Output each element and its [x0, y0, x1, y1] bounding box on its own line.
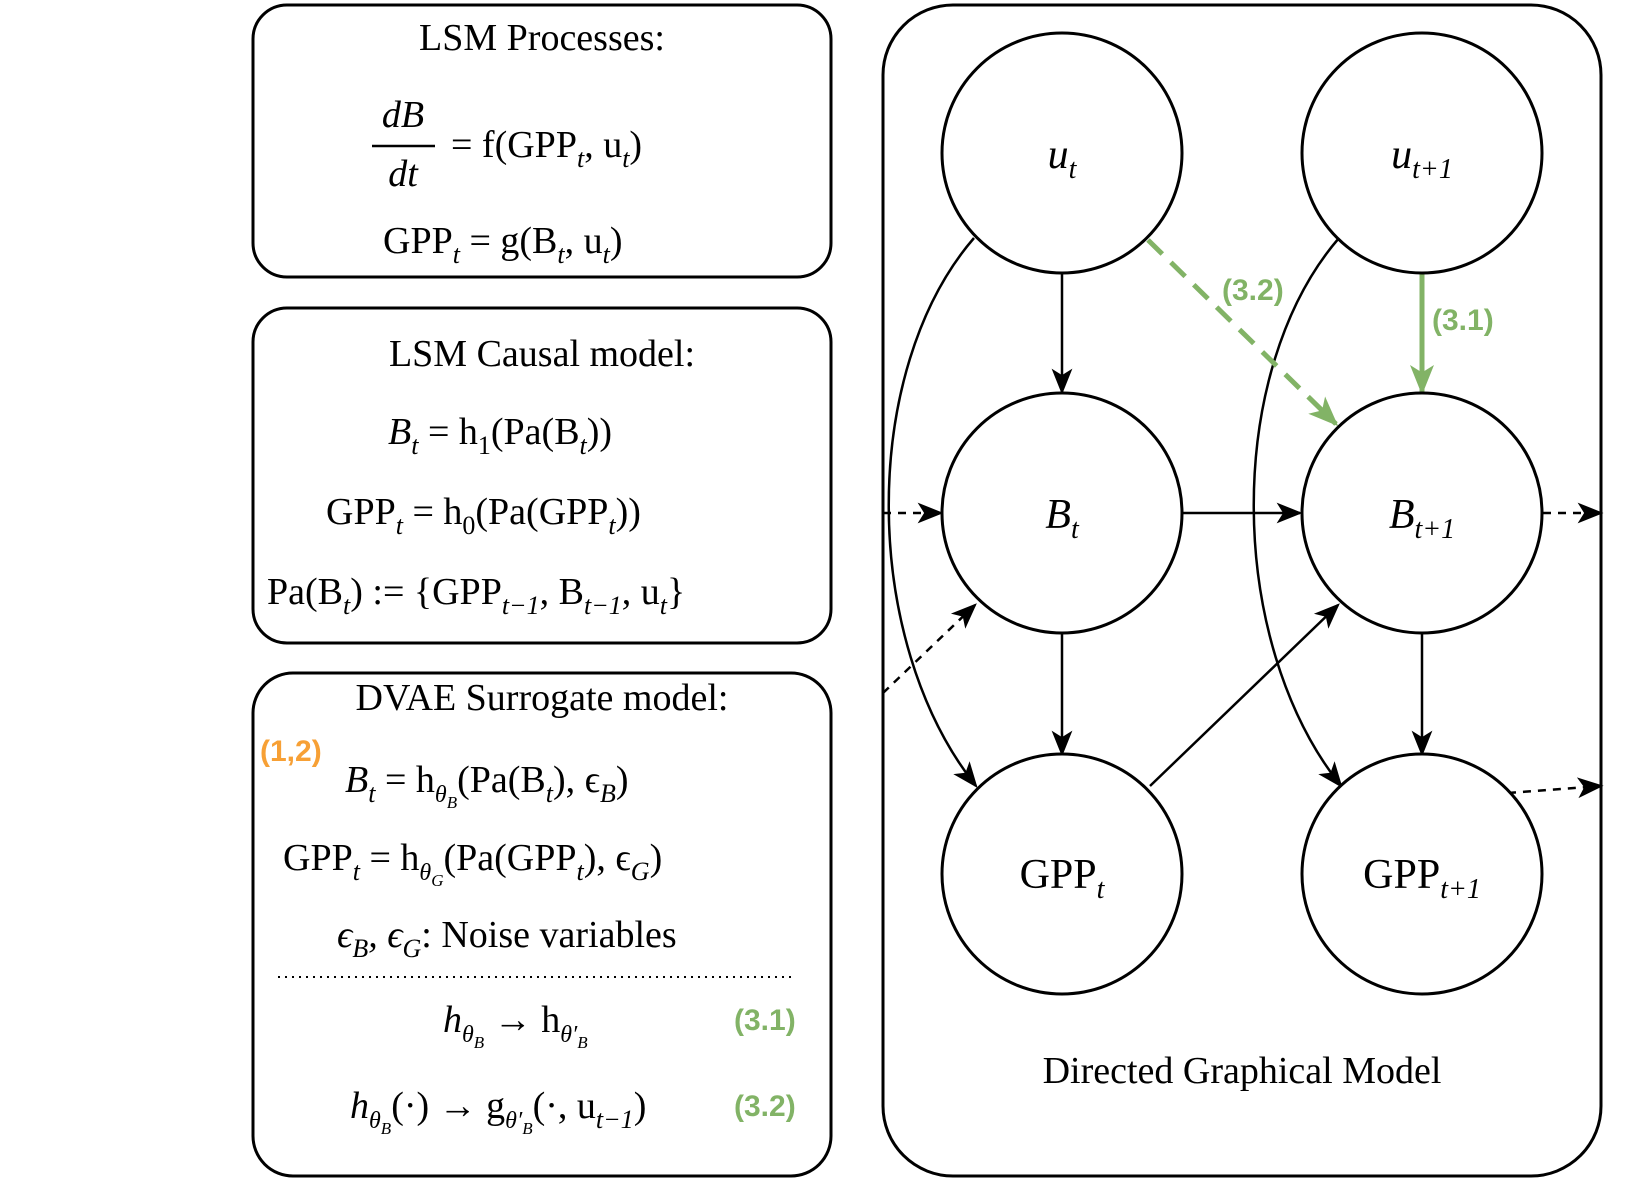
equation-h-theta-map: hθB → hθ′B — [443, 999, 588, 1052]
node-gpp-t1: GPPt+1 — [1300, 752, 1544, 996]
edge-green-u-t-to-b-t1 — [1146, 238, 1339, 427]
panel-title-dvae: DVAE Surrogate model: — [356, 677, 729, 719]
tag-green-3-1: (3.1) — [734, 1004, 796, 1037]
node-u-t1: ut+1 — [1300, 31, 1544, 275]
equation-rhs: = f(GPPt, ut) — [451, 124, 642, 173]
edge-incoming-diag-b-t — [882, 603, 977, 694]
panel-dvae-surrogate: DVAE Surrogate model: (1,2) Bt = hθB(Pa(… — [251, 671, 833, 1178]
edge-label-3-1: (3.1) — [1432, 304, 1494, 337]
fraction-denominator: dt — [388, 153, 419, 195]
node-u-t: ut — [940, 31, 1184, 275]
panel-lsm-processes: LSM Processes: dB dt = f(GPPt, ut) GPPt … — [251, 3, 833, 279]
panel-title-lsm-causal: LSM Causal model: — [389, 333, 695, 375]
equation-h-theta-to-g: hθB(·) → gθ′B(·, ut−1) — [350, 1085, 646, 1138]
fraction-numerator: dB — [382, 94, 424, 136]
svg-text:GPPt+1: GPPt+1 — [1363, 852, 1481, 905]
equation-gpp-h0: GPPt = h0(Pa(GPPt)) — [326, 491, 641, 540]
equation-b-h1: Bt = h1(Pa(Bt)) — [388, 411, 612, 460]
equation-gpp-g: GPPt = g(Bt, ut) — [383, 220, 623, 269]
node-gpp-t: GPPt — [940, 752, 1184, 996]
svg-text:ut+1: ut+1 — [1391, 132, 1453, 185]
edge-gpp-t-to-b-t1 — [1149, 603, 1340, 787]
equation-parents-b: Pa(Bt) := {GPPt−1, Bt−1, ut} — [267, 571, 685, 620]
panel-directed-graphical-model: (3.2) (3.1) ut ut+1 Bt Bt+1 GPPt GPPt+1 … — [881, 3, 1604, 1178]
panel-lsm-causal: LSM Causal model: Bt = h1(Pa(Bt)) GPPt =… — [251, 306, 833, 645]
tag-orange-1-2: (1,2) — [260, 735, 322, 768]
equation-noise-variables: ϵB, ϵG: Noise variables — [337, 914, 677, 963]
svg-text:GPPt: GPPt — [1020, 852, 1106, 905]
equation-dvae-gpp: GPPt = hθG(Pa(GPPt), ϵG) — [283, 837, 662, 890]
node-b-t1: Bt+1 — [1300, 391, 1544, 635]
svg-text:Bt+1: Bt+1 — [1389, 492, 1455, 545]
svg-text:Bt: Bt — [1045, 492, 1080, 545]
panel-title-lsm-processes: LSM Processes: — [419, 17, 665, 59]
equation-db-dt: dB dt = f(GPPt, ut) — [372, 94, 642, 195]
equation-dvae-b: Bt = hθB(Pa(Bt), ϵB) — [345, 759, 629, 812]
tag-green-3-2: (3.2) — [734, 1090, 796, 1123]
edge-label-3-2: (3.2) — [1222, 274, 1284, 307]
edge-u-t-to-gpp-t — [887, 237, 978, 789]
edge-outgoing-gpp-t1 — [1507, 777, 1604, 799]
svg-text:ut: ut — [1048, 132, 1078, 185]
edge-u-t1-to-gpp-t1 — [1252, 237, 1343, 789]
graph-caption: Directed Graphical Model — [1043, 1050, 1442, 1092]
node-b-t: Bt — [940, 391, 1184, 635]
